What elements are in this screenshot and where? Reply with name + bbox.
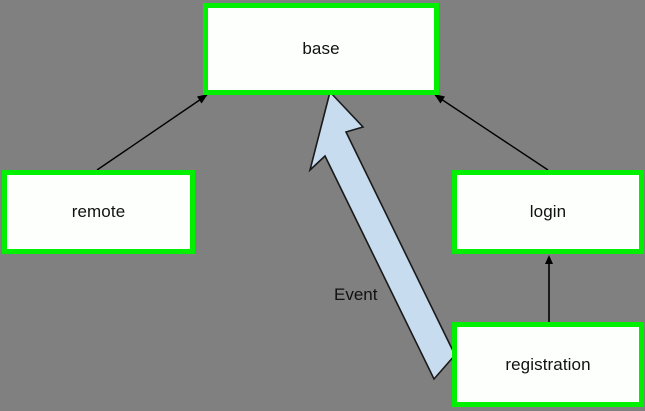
- edge-login-to-base: [434, 94, 549, 171]
- node-login-label: login: [529, 202, 567, 221]
- edge-login-to-base-arrowhead: [434, 94, 445, 104]
- edge-registration-to-login-arrowhead: [545, 255, 553, 264]
- event-block-arrow-shape: [308, 90, 456, 381]
- node-remote[interactable]: remote: [2, 170, 195, 254]
- edge-remote-to-base: [96, 94, 208, 171]
- node-remote-label: remote: [71, 202, 126, 221]
- edge-registration-to-base-event-arrow: [308, 90, 456, 381]
- node-registration-label: registration: [505, 354, 591, 374]
- edge-label-event: Event: [334, 285, 378, 304]
- edge-registration-to-login: [545, 255, 553, 322]
- edge-login-to-base-line: [434, 94, 549, 171]
- node-base-label: base: [302, 39, 340, 58]
- node-base[interactable]: base: [203, 3, 439, 95]
- edge-remote-to-base-line: [96, 94, 208, 171]
- edge-remote-to-base-arrowhead: [197, 94, 208, 104]
- node-login[interactable]: login: [452, 170, 644, 254]
- node-registration[interactable]: registration: [452, 322, 644, 407]
